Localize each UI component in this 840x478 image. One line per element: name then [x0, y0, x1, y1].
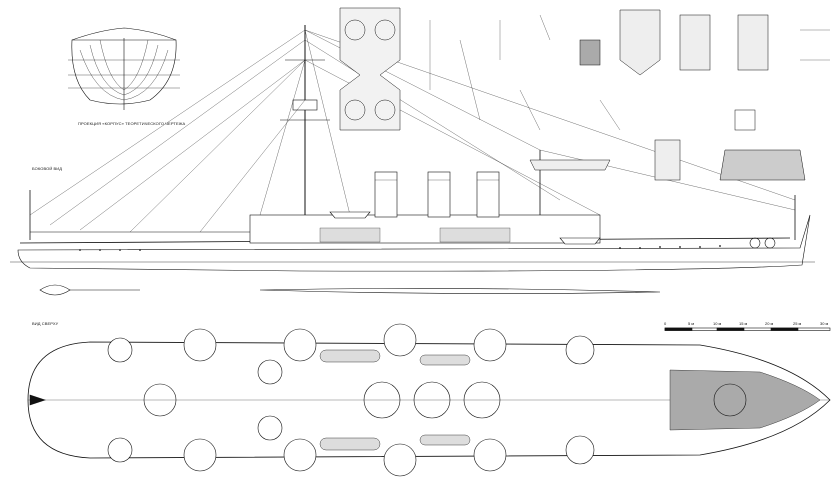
side-view-label: БОКОВОЙ ВИД [32, 166, 63, 171]
scale-tick: 25 м [793, 321, 802, 326]
top-view-label: ВИД СВЕРХУ [32, 321, 59, 326]
scale-bar [664, 327, 831, 331]
scale-tick: 0 [664, 321, 667, 326]
detail-drawings [339, 7, 830, 181]
top-view [27, 323, 831, 477]
sponsons [107, 323, 595, 477]
scale-tick: 20 м [765, 321, 774, 326]
turrets [143, 359, 747, 441]
body-plan-label: ПРОЕКЦИЯ «КОРПУС» ТЕОРЕТИЧЕСКОГО ЧЕРТЕЖА [78, 121, 186, 126]
scale-tick: 30 м [820, 321, 829, 326]
side-view [10, 25, 815, 296]
boats [319, 349, 471, 451]
scale-tick: 5 м [688, 321, 695, 326]
scale-tick: 10 м [713, 321, 722, 326]
body-plan [68, 27, 180, 110]
scale-tick: 15 м [739, 321, 748, 326]
funnels [374, 171, 500, 218]
